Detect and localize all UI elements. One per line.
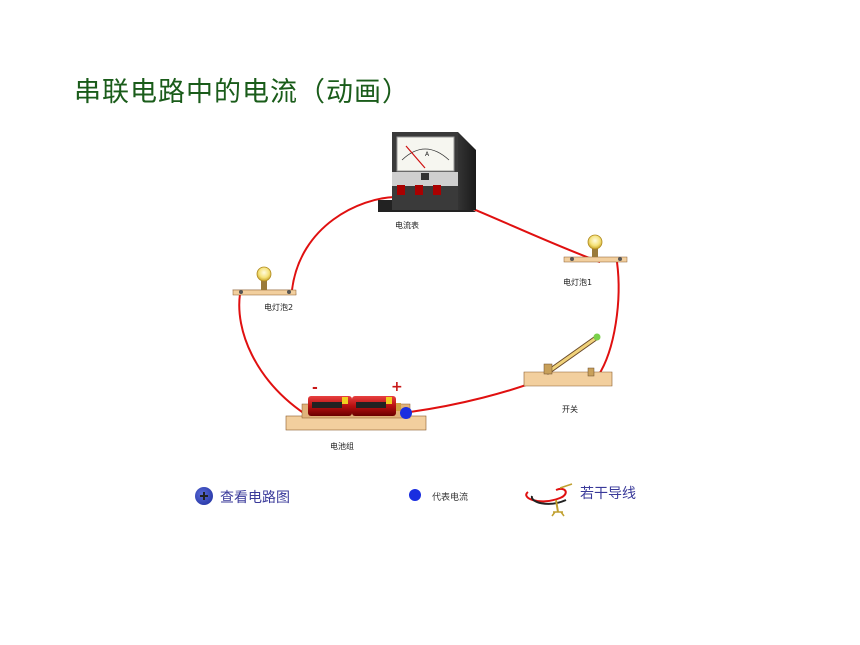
- lamp2: [232, 266, 297, 296]
- blue-dot-icon: [409, 489, 421, 501]
- current-dot: [400, 407, 412, 419]
- wire-lamp2-to-battery: [238, 293, 306, 415]
- battery-label: 电池组: [330, 442, 354, 451]
- ammeter-label: 电流表: [395, 221, 419, 230]
- wire-bundle-icon: [525, 483, 573, 517]
- wire-lamp1-to-switch: [597, 261, 620, 377]
- switch: [523, 333, 613, 387]
- current-legend-label: 代表电流: [432, 493, 469, 503]
- wire-ammeter-to-lamp2: [291, 196, 396, 291]
- lamp1-label: 电灯泡1: [563, 278, 593, 287]
- lamp2-label: 电灯泡2: [264, 303, 294, 312]
- battery-minus-terminal: -: [312, 380, 318, 396]
- ammeter: [378, 132, 476, 212]
- view-circuit-label[interactable]: 查看电路图: [220, 490, 290, 506]
- lamp1: [563, 234, 628, 263]
- switch-label: 开关: [562, 405, 578, 414]
- battery-plus-terminal: +: [391, 379, 403, 395]
- view-circuit-button[interactable]: [195, 487, 213, 505]
- page-title: 串联电路中的电流（动画）: [74, 77, 410, 108]
- ammeter-unit-label: A: [425, 151, 430, 158]
- wires-legend-label: 若干导线: [580, 486, 636, 502]
- plus-circle-icon: [200, 492, 208, 500]
- battery-pack: [285, 396, 427, 431]
